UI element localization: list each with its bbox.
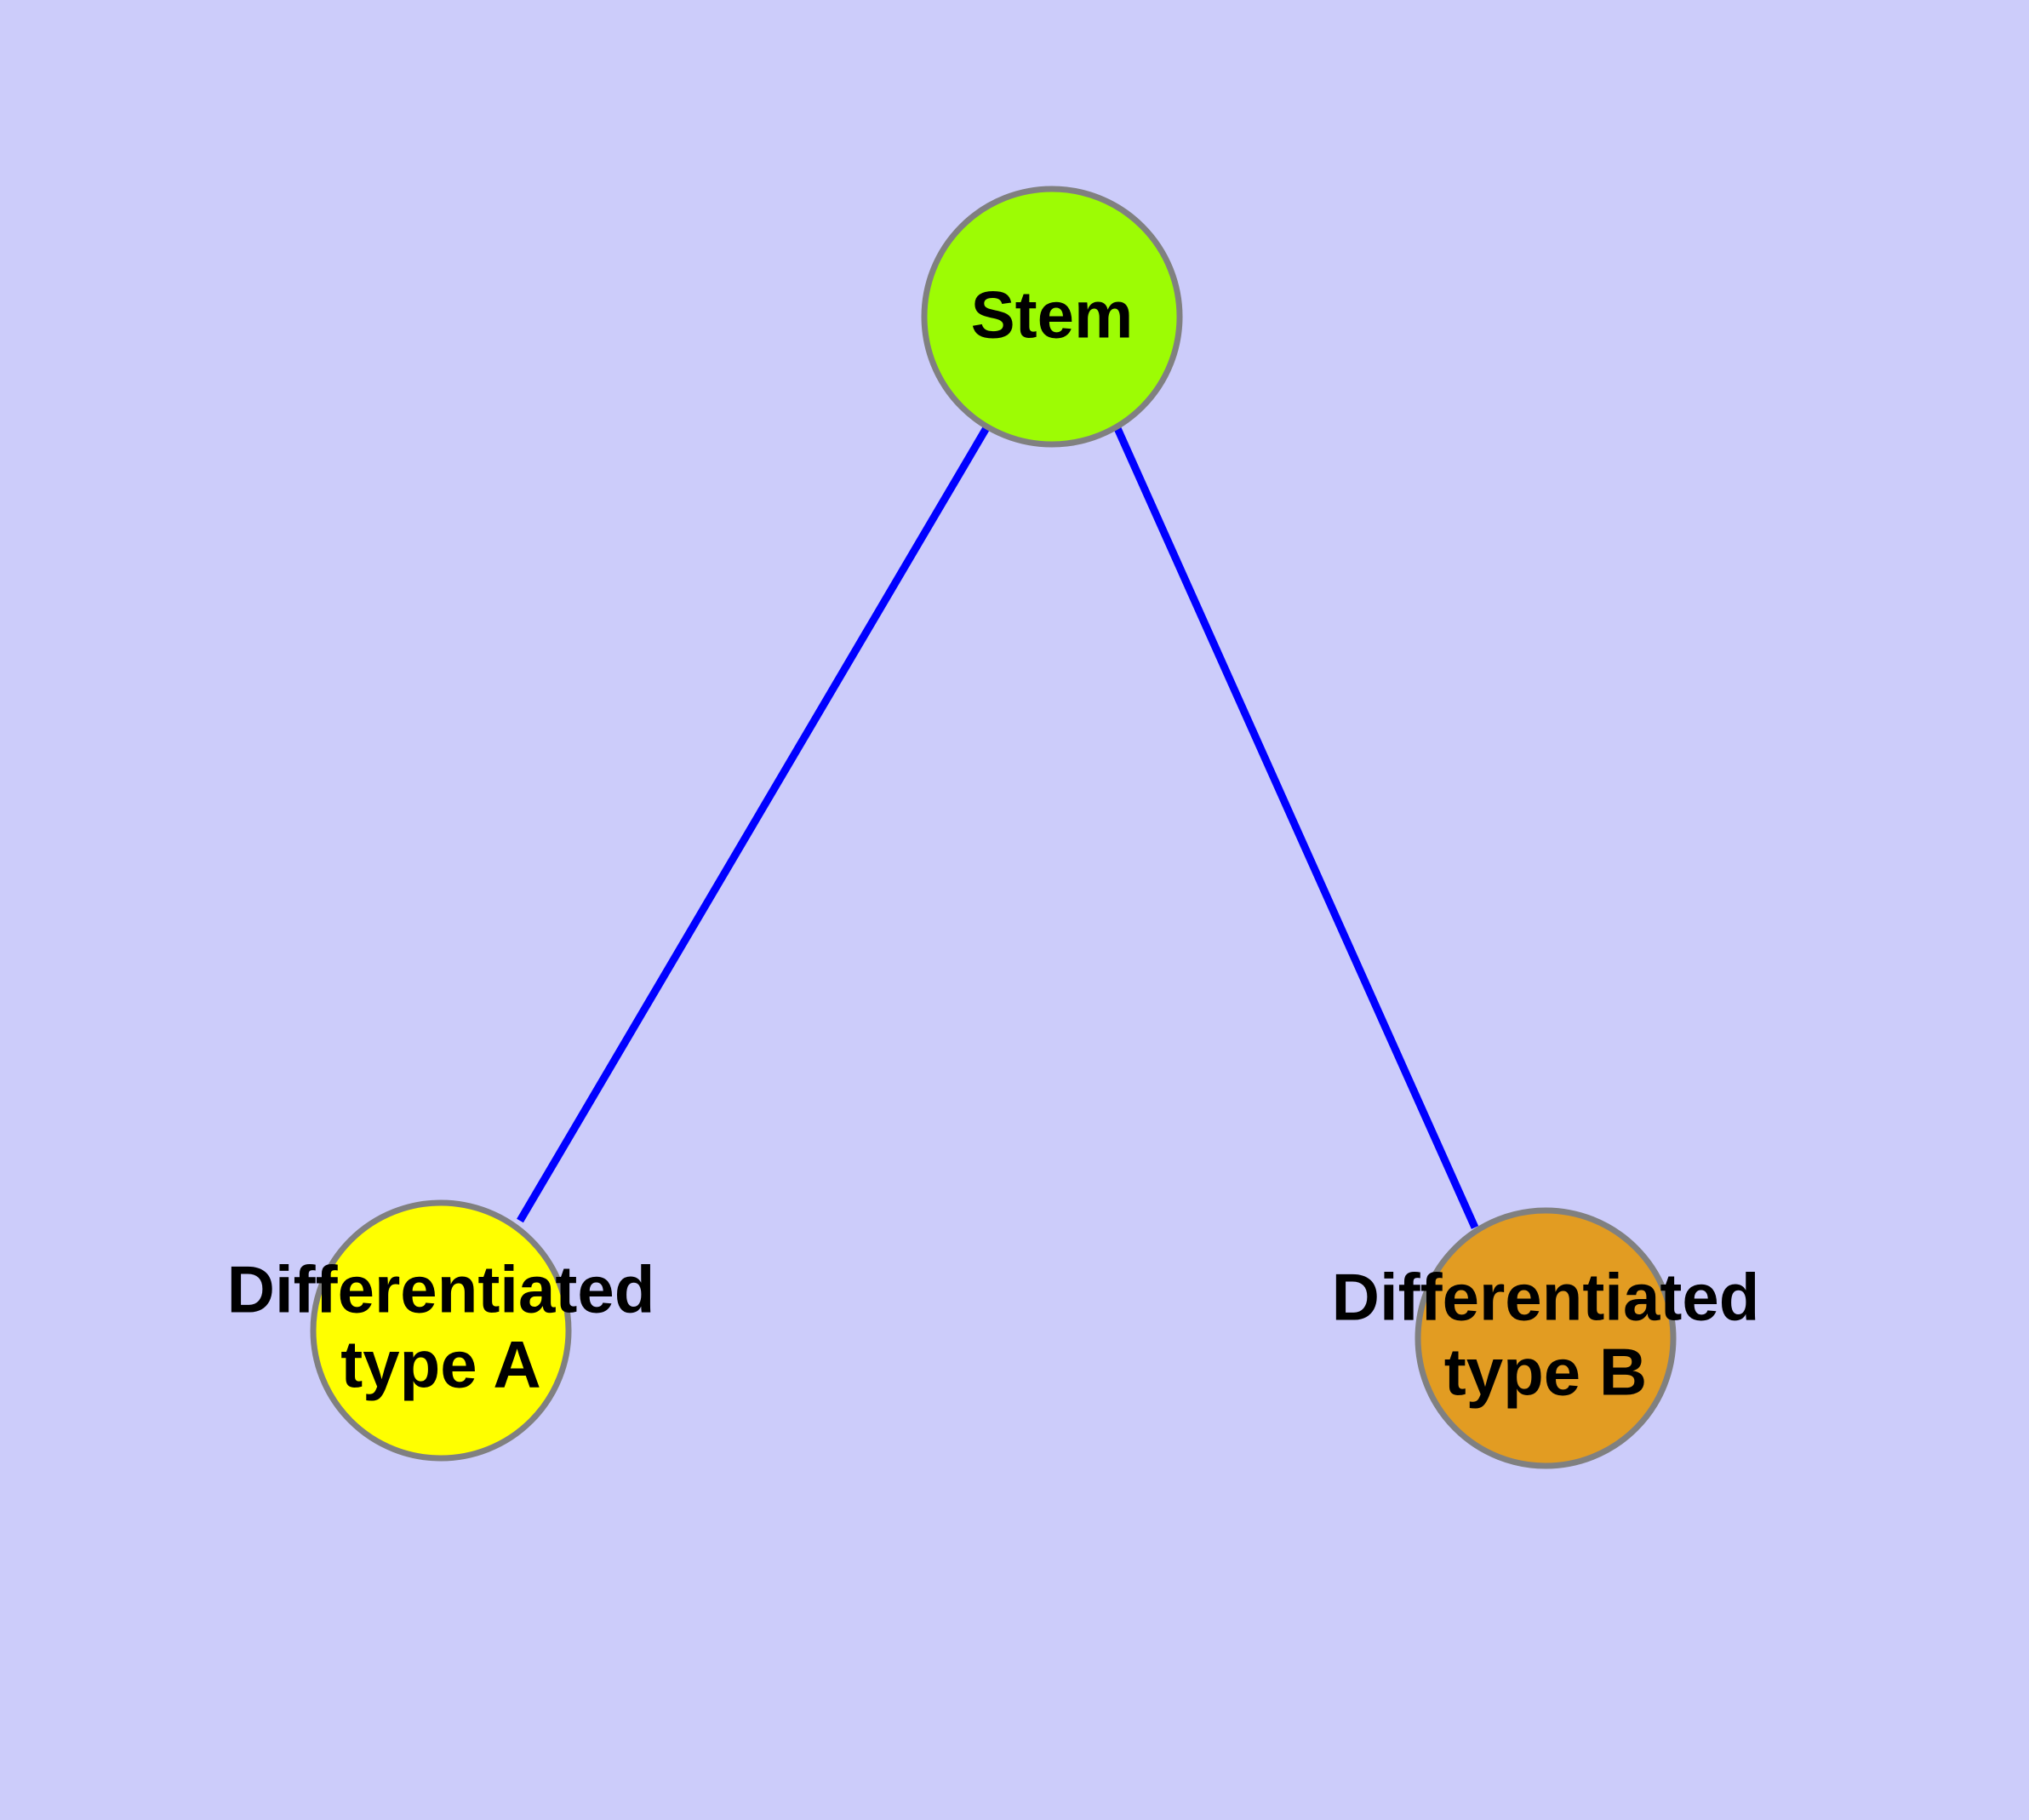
edges-layer <box>517 424 1479 1229</box>
node-differentiated-type-a[interactable] <box>310 1199 572 1462</box>
edge-stem-to-differentiated-a[interactable] <box>517 424 991 1223</box>
nodes-layer <box>310 186 1677 1469</box>
node-differentiated-type-b-label-line1: Differentiated <box>1332 1260 1760 1335</box>
node-differentiated-type-b-label-line2: type B <box>1444 1335 1647 1410</box>
node-differentiated-type-a-label-line1: Differentiated <box>227 1252 655 1327</box>
node-differentiated-type-b[interactable] <box>1415 1207 1677 1469</box>
node-stem-circle[interactable] <box>921 186 1183 448</box>
node-stem[interactable] <box>921 186 1183 448</box>
edge-stem-to-differentiated-b[interactable] <box>1112 425 1479 1229</box>
node-differentiated-type-b-circle[interactable] <box>1415 1207 1677 1469</box>
labels-layer: Stem Differentiated type A Differentiate… <box>227 278 1760 1410</box>
node-stem-label: Stem <box>971 278 1134 352</box>
node-differentiated-type-b-label: Differentiated type B <box>1332 1260 1760 1410</box>
node-differentiated-type-a-label-line2: type A <box>340 1327 541 1402</box>
node-differentiated-type-a-circle[interactable] <box>310 1199 572 1462</box>
node-differentiated-type-a-label: Differentiated type A <box>227 1252 655 1402</box>
